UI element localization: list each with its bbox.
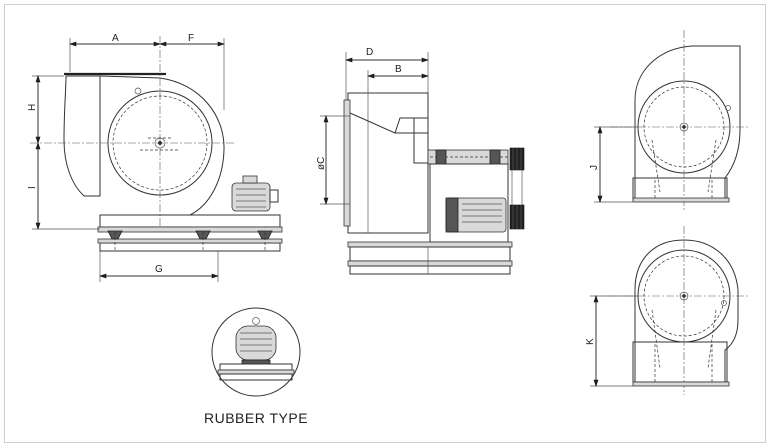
rubber-type-caption: RUBBER TYPE	[204, 410, 308, 426]
rear-view-top: J	[589, 30, 750, 210]
dim-G-label: G	[155, 264, 163, 275]
dim-D-label: D	[366, 47, 373, 58]
dim-J-label: J	[589, 165, 600, 170]
dim-H-label: H	[27, 104, 38, 111]
rubber-type-detail: RUBBER TYPE	[204, 307, 308, 426]
front-view: A F H I G	[27, 33, 283, 282]
side-view: D B øC	[316, 47, 525, 275]
dim-F-label: F	[188, 33, 194, 44]
dim-A-label: A	[112, 33, 119, 44]
dim-C-label: øC	[316, 157, 327, 170]
dim-B-label: B	[395, 64, 402, 75]
dim-K-label: K	[585, 338, 596, 345]
dim-I-label: I	[27, 186, 38, 189]
rear-view-bottom: K	[585, 226, 750, 395]
